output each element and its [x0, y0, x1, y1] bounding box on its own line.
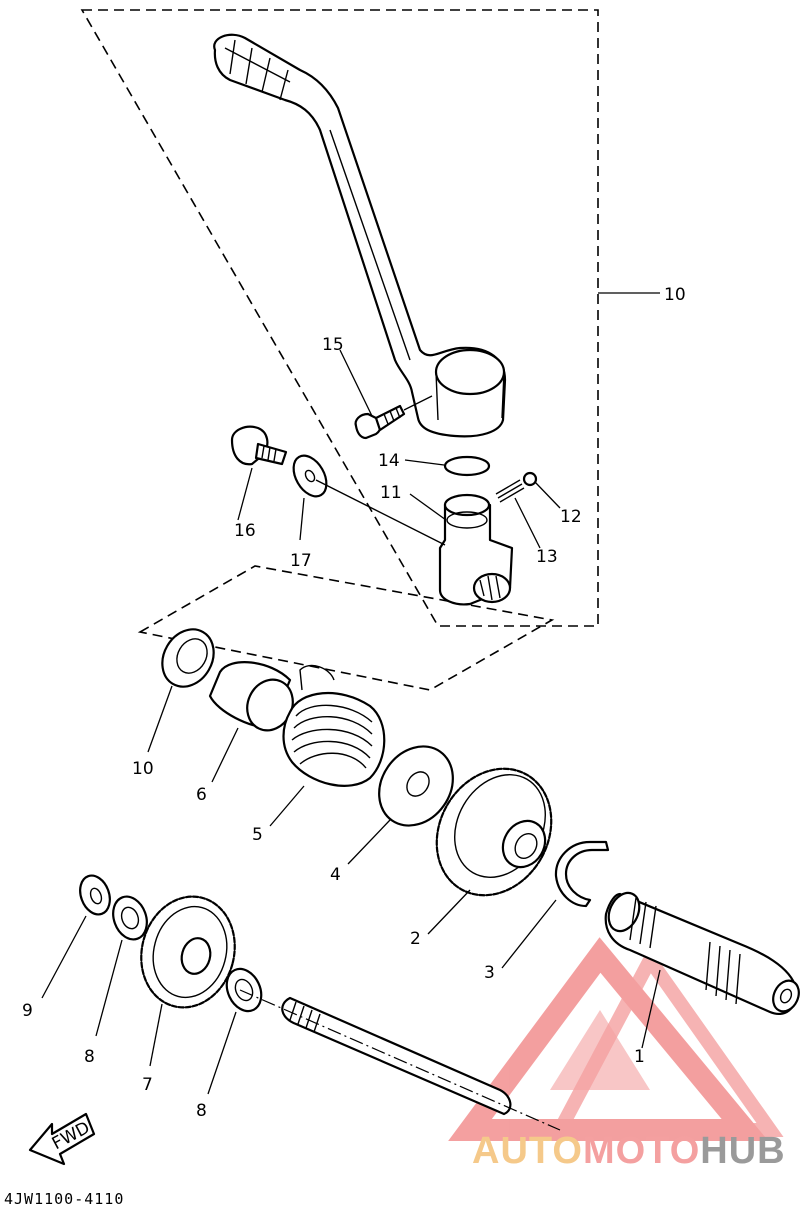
diagram-code: 4JW1100-4110	[4, 1190, 124, 1208]
washer-18	[292, 454, 446, 546]
watermark-text: AUTOMOTOHUB	[472, 1130, 786, 1172]
washer-9	[41, 874, 111, 999]
assembly-outline-lower	[137, 565, 555, 691]
oring-15	[443, 455, 491, 477]
callout-4: 4	[330, 865, 341, 885]
callout-5: 5	[252, 825, 263, 845]
callout-6: 6	[196, 785, 207, 805]
callout-3: 3	[484, 963, 495, 983]
washer-8b	[207, 967, 263, 1095]
kick-shaft-1	[604, 891, 800, 1049]
callout-12: 11	[380, 483, 402, 503]
collar-6	[208, 661, 294, 783]
watermark-logo	[448, 937, 784, 1141]
kick-gear-2	[427, 767, 553, 935]
idler-gear-7	[140, 895, 236, 1067]
callout-9: 9	[22, 1001, 33, 1021]
washer-4	[347, 745, 454, 865]
watermark-moto: MOTO	[583, 1130, 700, 1172]
callout-10: 10	[132, 759, 154, 779]
bolt-16	[339, 349, 433, 440]
watermark-hub: HUB	[700, 1130, 785, 1172]
spring-14	[495, 479, 541, 549]
callout-1: 1	[634, 1047, 645, 1067]
callout-2: 2	[410, 929, 421, 949]
callout-17: 16	[234, 521, 256, 541]
ball-13	[522, 471, 538, 487]
assembly-outline-11	[80, 9, 599, 627]
watermark-auto: AUTO	[472, 1130, 583, 1172]
callout-18: 17	[290, 551, 312, 571]
callout-8a: 8	[84, 1047, 95, 1067]
bolt-17	[230, 425, 288, 521]
callout-14: 13	[536, 547, 558, 567]
countershaft	[239, 989, 561, 1131]
circlip-3	[501, 840, 610, 969]
kick-boss-12	[409, 493, 514, 606]
callout-11: 10	[664, 285, 686, 305]
callout-7: 7	[142, 1075, 153, 1095]
callout-16: 15	[322, 335, 344, 355]
oil-seal-10	[147, 628, 215, 753]
washer-8a	[95, 895, 148, 1037]
fwd-arrow: FWD	[28, 1112, 96, 1166]
callout-8b: 8	[196, 1101, 207, 1121]
callout-13: 12	[560, 507, 582, 527]
kick-lever	[213, 33, 507, 438]
torsion-spring-5	[269, 664, 386, 827]
callout-15: 14	[378, 451, 400, 471]
